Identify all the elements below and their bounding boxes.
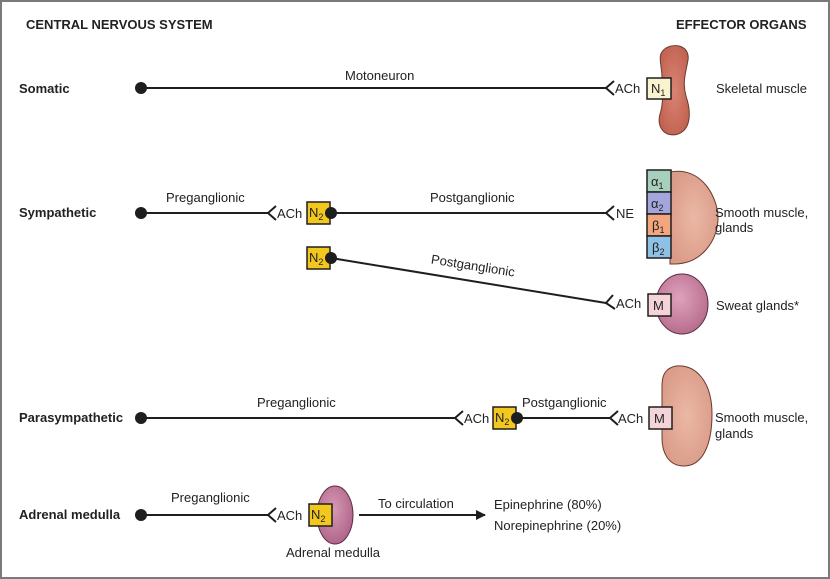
sweat-postganglionic-axon bbox=[330, 257, 607, 304]
parasympathetic-pre-terminal-icon bbox=[453, 410, 464, 426]
parasympathetic-organ-label-line2: glands bbox=[715, 426, 754, 441]
sweat-n2-receptor-label: N2 bbox=[309, 250, 323, 267]
somatic-row: Somatic Motoneuron ACh N1 Skeletal muscl… bbox=[19, 45, 807, 136]
adrenergic-receptor-stack: α1 α2 β1 β2 bbox=[646, 169, 672, 259]
somatic-neurotransmitter: ACh bbox=[615, 81, 640, 96]
adrenal-medulla-row-label: Adrenal medulla bbox=[19, 507, 121, 522]
sympathetic-post-neurotransmitter: NE bbox=[616, 206, 634, 221]
sympathetic-n2-receptor-label: N2 bbox=[309, 205, 323, 222]
n1-receptor-box bbox=[646, 77, 672, 100]
sweat-m-receptor-box bbox=[647, 293, 672, 317]
sweat-glands-label: Sweat glands* bbox=[716, 298, 799, 313]
sweat-post-terminal-icon bbox=[604, 294, 616, 310]
sympathetic-pre-terminal-icon bbox=[266, 205, 277, 221]
sympathetic-post-terminal-icon bbox=[604, 205, 615, 221]
sympathetic-pre-neurotransmitter: ACh bbox=[277, 206, 302, 221]
sympathetic-organ-label-line2: glands bbox=[715, 220, 754, 235]
parasympathetic-m-receptor-box bbox=[648, 406, 673, 430]
beta1-receptor-label: β1 bbox=[652, 218, 665, 235]
parasympathetic-n2-receptor-label: N2 bbox=[495, 410, 509, 427]
parasympathetic-post-neurotransmitter: ACh bbox=[618, 411, 643, 426]
beta2-receptor-label: β2 bbox=[652, 240, 665, 257]
parasympathetic-row: Parasympathetic Preganglionic ACh N2 Pos… bbox=[19, 365, 808, 467]
parasympathetic-preganglionic-label: Preganglionic bbox=[257, 395, 336, 410]
effector-organs-header: EFFECTOR ORGANS bbox=[676, 17, 807, 32]
adrenal-preganglionic-label: Preganglionic bbox=[171, 490, 250, 505]
motoneuron-label: Motoneuron bbox=[345, 68, 414, 83]
parasympathetic-pre-neurotransmitter: ACh bbox=[464, 411, 489, 426]
alpha2-receptor-label: α2 bbox=[651, 196, 664, 213]
cns-header: CENTRAL NERVOUS SYSTEM bbox=[26, 17, 213, 32]
smooth-muscle-shape-parasympathetic bbox=[661, 365, 713, 467]
n1-receptor-label: N1 bbox=[651, 81, 665, 98]
adrenal-n2-receptor-label: N2 bbox=[311, 507, 325, 524]
adrenal-pre-terminal-icon bbox=[266, 507, 277, 523]
adrenal-medulla-organ-label: Adrenal medulla bbox=[286, 545, 381, 560]
somatic-label: Somatic bbox=[19, 81, 70, 96]
sympathetic-label: Sympathetic bbox=[19, 205, 96, 220]
sympathetic-row: Sympathetic Preganglionic ACh N2 Postgan… bbox=[19, 169, 808, 265]
sympathetic-preganglionic-label: Preganglionic bbox=[166, 190, 245, 205]
beta2-receptor-box bbox=[646, 235, 672, 259]
sweat-neurotransmitter: ACh bbox=[616, 296, 641, 311]
norepinephrine-label: Norepinephrine (20%) bbox=[494, 518, 621, 533]
adrenal-medulla-row: Adrenal medulla Preganglionic ACh N2 Adr… bbox=[19, 485, 621, 560]
parasympathetic-organ-label-line1: Smooth muscle, bbox=[715, 410, 808, 425]
somatic-nerve-terminal-icon bbox=[604, 80, 615, 96]
skeletal-muscle-label: Skeletal muscle bbox=[716, 81, 807, 96]
epinephrine-label: Epinephrine (80%) bbox=[494, 497, 602, 512]
sympathetic-postganglionic-label: Postganglionic bbox=[430, 190, 515, 205]
parasympathetic-postganglionic-label: Postganglionic bbox=[522, 395, 607, 410]
parasympathetic-post-terminal-icon bbox=[608, 410, 619, 426]
alpha1-receptor-label: α1 bbox=[651, 174, 664, 191]
parasympathetic-m-receptor-label: M bbox=[654, 411, 665, 426]
to-circulation-label: To circulation bbox=[378, 496, 454, 511]
adrenal-n2-receptor-box bbox=[308, 503, 333, 527]
adrenal-neurotransmitter: ACh bbox=[277, 508, 302, 523]
smooth-muscle-shape-sympathetic bbox=[669, 170, 719, 265]
sweat-m-receptor-label: M bbox=[653, 298, 664, 313]
sympathetic-organ-label-line1: Smooth muscle, bbox=[715, 205, 808, 220]
sweat-gland-row: N2 Postganglionic ACh M Sweat glands* bbox=[306, 246, 799, 335]
parasympathetic-label: Parasympathetic bbox=[19, 410, 123, 425]
